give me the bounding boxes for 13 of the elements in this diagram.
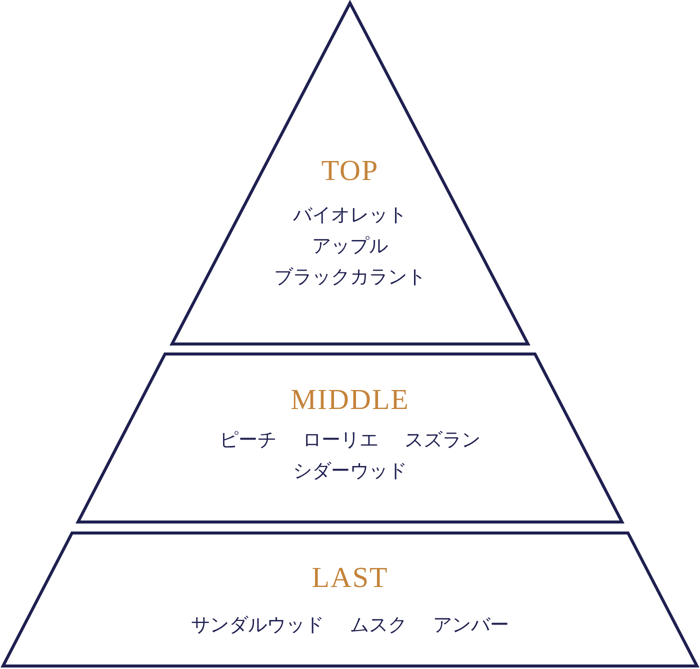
note-name: サンダルウッド [191,613,324,638]
note-name: ローリエ [302,428,378,453]
note-name: ブラックカラント [273,265,427,290]
note-name: スズラン [404,428,480,453]
note-name: アンバー [433,613,509,638]
tier-heading: LAST [312,562,388,594]
note-name: ムスク [350,613,407,638]
note-name: アップル [311,234,389,259]
tier-heading: MIDDLE [290,384,410,416]
note-name: ピーチ [220,428,276,453]
tier-heading: TOP [321,155,379,187]
note-name: シダーウッド [293,459,407,484]
note-name: バイオレット [292,203,408,228]
